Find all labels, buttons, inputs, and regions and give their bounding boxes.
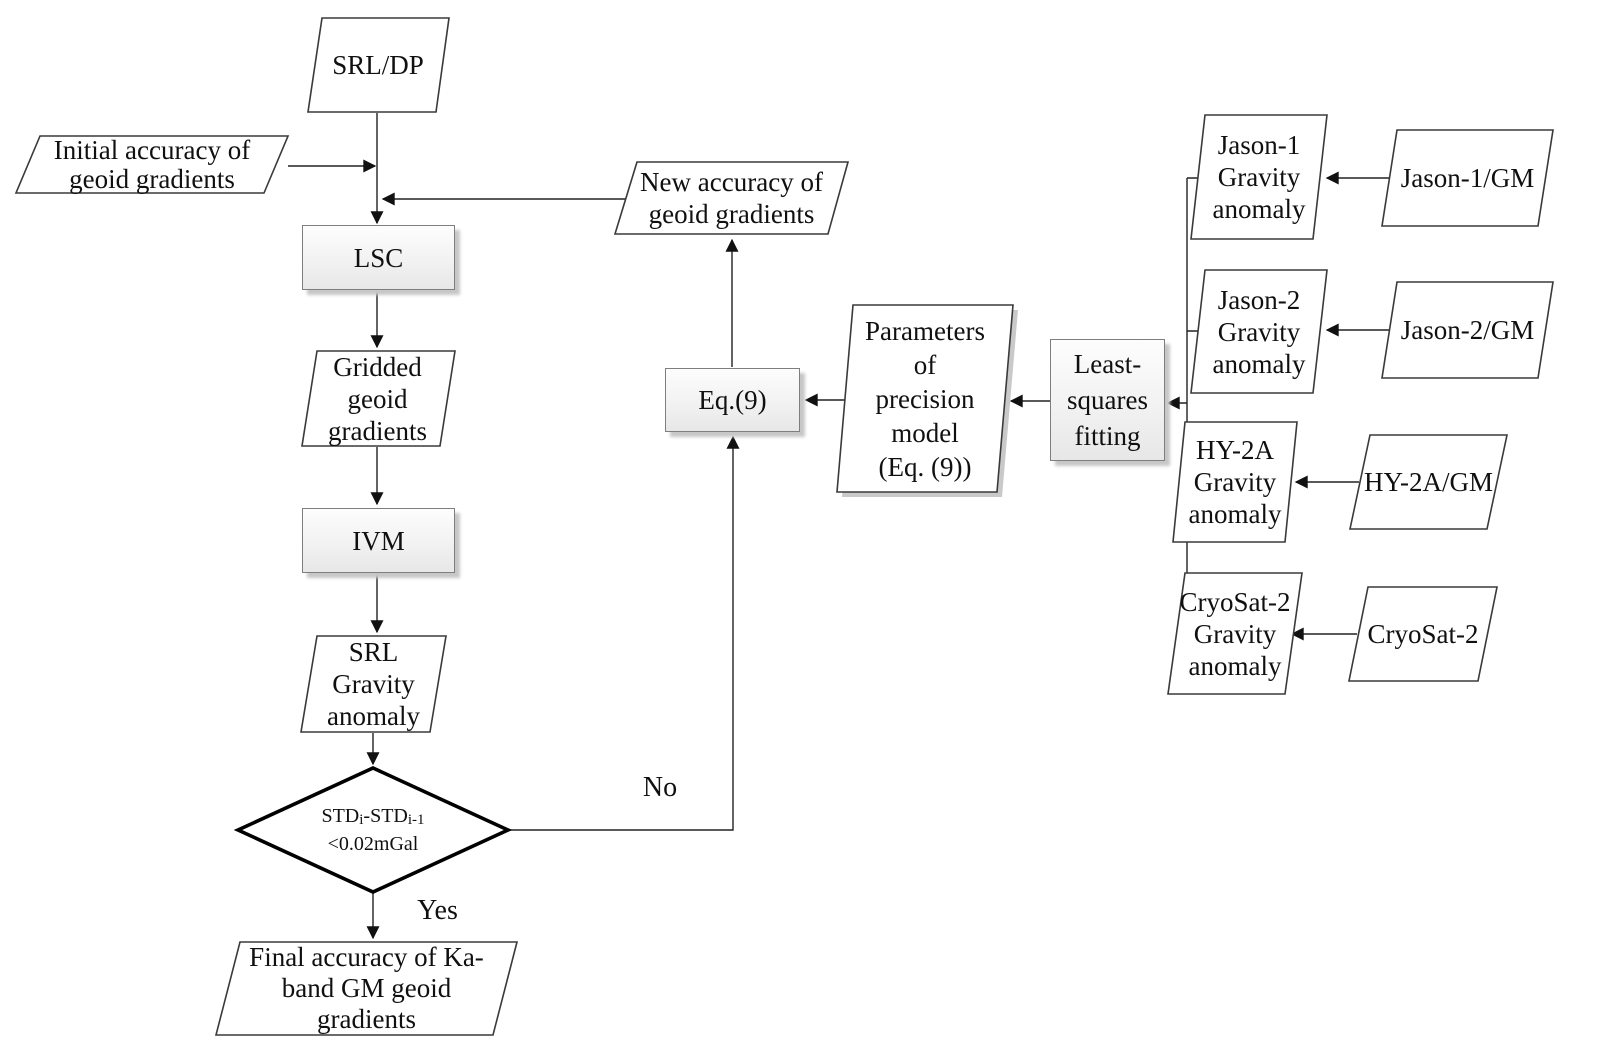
- cryosat2-anomaly-line1: CryoSat-2: [1179, 586, 1291, 617]
- edge-decision-no-to-eq9: [508, 435, 740, 831]
- node-hy2a-gm-label: HY-2A/GM: [1350, 435, 1507, 529]
- gridded-line1: Gridded: [333, 351, 422, 382]
- final-accuracy-line1: Final accuracy of Ka-: [249, 942, 484, 972]
- cryosat2-anomaly-line2: Gravity: [1193, 618, 1277, 649]
- node-final-accuracy-label: Final accuracy of Ka- band GM geoid grad…: [216, 942, 517, 1035]
- node-srl-dp-text: SRL/DP: [332, 50, 424, 80]
- node-least-squares-line2: squares: [1067, 385, 1148, 415]
- hy2a-anomaly-line2: Gravity: [1193, 467, 1277, 497]
- srl-gravity-line3: anomaly: [327, 701, 420, 731]
- node-ivm: IVM: [302, 508, 455, 573]
- node-new-accuracy-label: New accuracy of geoid gradients: [615, 162, 848, 234]
- node-hy2a-gm-shape: [1349, 434, 1508, 530]
- node-cryosat2-anomaly-shape: [1167, 572, 1303, 695]
- hy2a-anomaly-line1: HY-2A: [1196, 435, 1274, 465]
- node-hy2a-anomaly-shape: [1172, 421, 1298, 543]
- node-parameters-shape: [836, 304, 1014, 493]
- node-srl-dp-shape: [307, 17, 450, 113]
- node-least-squares-line3: fitting: [1074, 421, 1141, 451]
- jason2-anomaly-line3: anomaly: [1212, 348, 1306, 379]
- jason1-anomaly-line2: Gravity: [1217, 162, 1301, 192]
- decision-sub-i: i: [359, 812, 364, 828]
- node-srl-gravity-shape: [300, 635, 447, 733]
- new-accuracy-line2: geoid gradients: [648, 199, 815, 229]
- cryosat2-anomaly-line3: anomaly: [1188, 650, 1282, 681]
- node-jason1-gm-label: Jason-1/GM: [1382, 130, 1553, 226]
- jason2-gm-text: Jason-2/GM: [1400, 315, 1535, 345]
- node-jason2-gm-label: Jason-2/GM: [1382, 282, 1553, 378]
- final-accuracy-line2: band GM geoid: [281, 973, 452, 1003]
- node-gridded-label: Gridded geoid gradients: [300, 351, 455, 446]
- node-eq9: Eq.(9): [665, 368, 800, 432]
- jason2-anomaly-line2: Gravity: [1217, 316, 1301, 347]
- node-cryosat2-gm-label: CryoSat-2: [1349, 587, 1497, 681]
- gridded-line2: geoid: [347, 383, 408, 414]
- new-accuracy-line1: New accuracy of: [640, 167, 823, 197]
- node-gridded-shape: [301, 350, 456, 447]
- node-ivm-label: IVM: [352, 525, 405, 556]
- decision-condition-line: STDi-STDi-1: [321, 803, 424, 831]
- node-final-accuracy-shape: [214, 941, 519, 1036]
- decision-sub-i1: i-1: [407, 812, 425, 828]
- edge-label-yes: Yes: [417, 895, 458, 926]
- parameters-line4: model: [891, 417, 959, 448]
- node-lsc-label: LSC: [353, 242, 404, 273]
- node-new-accuracy-shape: [613, 161, 850, 235]
- decision-std-1: STD: [321, 805, 360, 827]
- final-accuracy-line3: gradients: [317, 1004, 416, 1034]
- parameters-line2: of: [913, 349, 937, 380]
- node-jason1-gm-shape: [1381, 129, 1554, 227]
- jason1-gm-text: Jason-1/GM: [1400, 163, 1535, 193]
- node-cryosat2-anomaly-label: CryoSat-2 Gravity anomaly: [1168, 573, 1302, 694]
- node-initial-accuracy-shape: [14, 135, 290, 194]
- node-jason2-gm-shape: [1381, 281, 1554, 379]
- node-jason1-anomaly-shape: [1190, 114, 1328, 240]
- node-decision-shape: [233, 766, 513, 894]
- node-jason1-anomaly-label: Jason-1 Gravity anomaly: [1191, 115, 1327, 239]
- initial-accuracy-line2: geoid gradients: [69, 163, 235, 194]
- decision-threshold: <0.02mGal: [327, 833, 419, 855]
- node-hy2a-anomaly-label: HY-2A Gravity anomaly: [1173, 422, 1297, 542]
- jason1-anomaly-line1: Jason-1: [1217, 130, 1301, 160]
- node-parameters-label: Parameters of precision model (Eq. (9)): [837, 305, 1013, 492]
- node-initial-accuracy-label: Initial accuracy of geoid gradients: [16, 134, 288, 194]
- node-jason2-anomaly-label: Jason-2 Gravity anomaly: [1191, 270, 1327, 393]
- edge-label-no: No: [642, 772, 678, 803]
- parameters-line3: precision: [875, 383, 975, 414]
- srl-gravity-line1: SRL: [348, 637, 399, 667]
- node-least-squares: Least- squares fitting: [1050, 339, 1165, 461]
- node-lsc: LSC: [302, 225, 455, 290]
- jason1-anomaly-line3: anomaly: [1212, 194, 1306, 224]
- srl-gravity-line2: Gravity: [332, 669, 415, 699]
- node-cryosat2-gm-shape: [1348, 586, 1498, 682]
- node-eq9-label: Eq.(9): [698, 385, 767, 415]
- node-srl-gravity-label: SRL Gravity anomaly: [301, 636, 446, 732]
- hy2a-anomaly-line3: anomaly: [1188, 499, 1282, 529]
- parameters-line5: (Eq. (9)): [878, 451, 972, 482]
- hy2a-gm-text: HY-2A/GM: [1363, 467, 1493, 497]
- gridded-line3: gradients: [328, 415, 427, 446]
- node-least-squares-line1: Least-: [1073, 349, 1142, 379]
- initial-accuracy-line1: Initial accuracy of: [53, 134, 251, 165]
- node-decision-label: STDi-STDi-1 <0.02mGal: [243, 798, 503, 862]
- jason2-anomaly-line1: Jason-2: [1217, 284, 1301, 315]
- decision-std-2: -STD: [363, 805, 408, 827]
- parameters-line1: Parameters: [865, 315, 985, 346]
- node-jason2-anomaly-shape: [1190, 269, 1328, 394]
- node-srl-dp-label: SRL/DP: [308, 18, 448, 112]
- cryosat2-gm-text: CryoSat-2: [1367, 619, 1479, 649]
